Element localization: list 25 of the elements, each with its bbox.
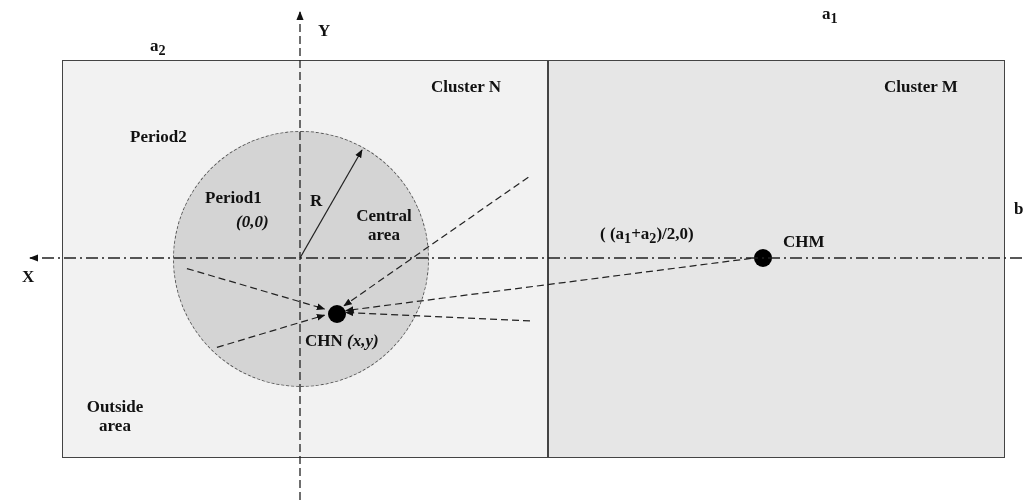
axis-label: b	[1014, 200, 1024, 219]
arrow	[216, 314, 326, 349]
axis-label: Outside area	[85, 398, 145, 436]
axis-label: Y	[318, 22, 331, 41]
node-label: CHN (x,y)	[305, 332, 379, 351]
region-label: Period1	[205, 189, 262, 208]
region-heading: Cluster M	[884, 78, 958, 97]
axis-label: R	[310, 192, 323, 211]
axis-label: Period2	[130, 128, 187, 147]
node-dot	[754, 249, 772, 267]
arrow	[343, 176, 529, 307]
region-heading: Cluster N	[431, 78, 502, 97]
node-dot	[328, 305, 346, 323]
arrow	[345, 257, 752, 313]
axis-label: (0,0)	[236, 213, 269, 232]
axis-label: X	[22, 268, 35, 287]
region-label: Central area	[355, 207, 413, 245]
axis-label: a$_{1}$	[822, 5, 838, 27]
cluster-region	[548, 60, 1005, 458]
node-label: CHM	[783, 233, 825, 252]
cluster-region	[62, 60, 548, 458]
axis-label: ( (a$_{1}$+a$_{2}$)/2,0)	[600, 225, 694, 247]
arrow	[186, 267, 326, 310]
arrow	[345, 309, 531, 322]
axis-label: a$_{2}$	[150, 37, 166, 59]
